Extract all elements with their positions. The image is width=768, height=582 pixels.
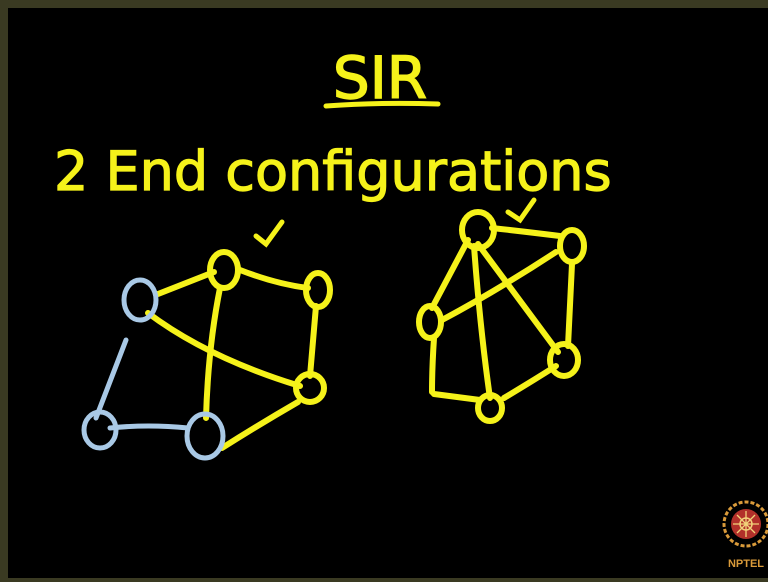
node-recovered [81,409,119,451]
edge [203,285,223,421]
node-recovered [121,277,159,323]
edge [489,225,563,239]
logo-text: NPTEL [727,558,765,570]
edge [307,303,319,379]
graph-left [81,249,333,461]
node [547,341,581,379]
edge [155,269,217,297]
edge [219,399,301,451]
edge [429,335,437,395]
title-underline [323,100,441,109]
edge [565,261,575,349]
edge [471,243,493,401]
node [557,227,587,265]
title-sir: SIR [333,44,427,112]
node [207,249,241,291]
edge [439,249,559,323]
edge [501,363,559,401]
edge [431,391,483,403]
node [416,303,444,341]
nptel-emblem-icon [722,500,768,548]
blackboard: SIR 2 End configurations [8,8,768,578]
edge [145,310,303,389]
check-mark-left [253,219,285,248]
node [459,209,497,251]
handwritten-diagram: SIR 2 End configurations [53,43,612,461]
node-recovered [184,411,226,461]
edge [429,237,471,311]
subtitle: 2 End configurations [54,140,612,203]
check-mark-right [505,197,537,224]
node [303,270,333,310]
node [475,392,505,424]
edge-recovered [107,423,191,431]
edge [475,241,561,355]
nptel-logo: NPTEL [720,494,768,582]
edge [237,267,311,291]
graph-right [416,209,587,424]
node [293,371,327,405]
edge-recovered [93,337,129,421]
